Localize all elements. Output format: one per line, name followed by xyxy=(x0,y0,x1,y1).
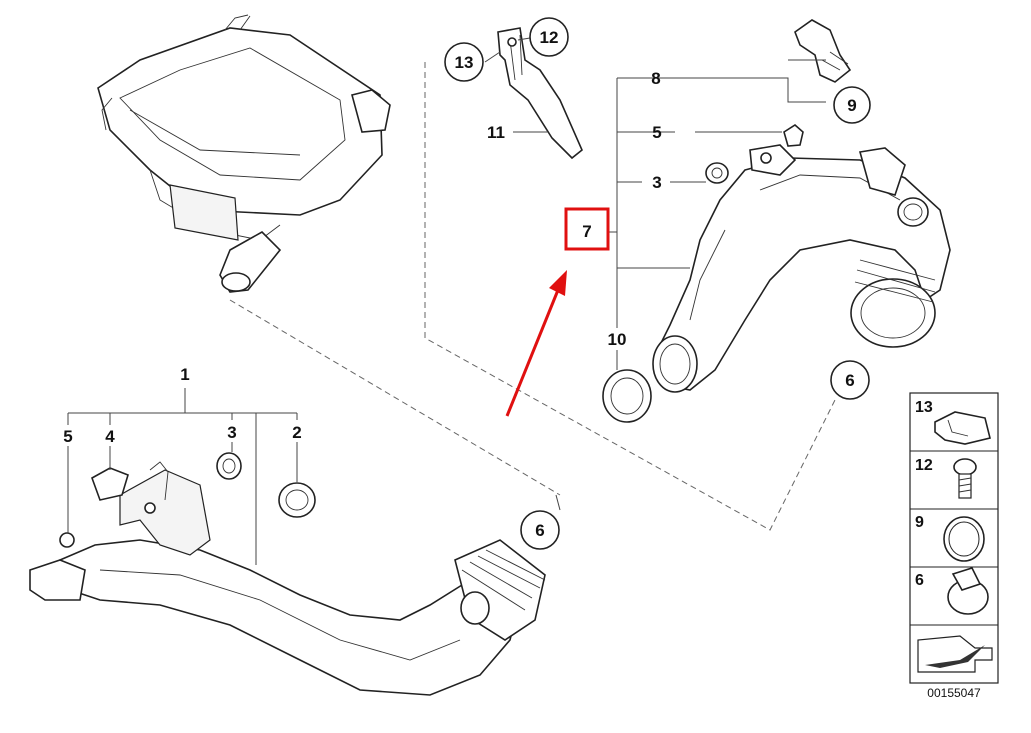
callout-6-right: 6 xyxy=(830,360,870,400)
legend-screw-icon xyxy=(953,458,977,476)
callout-9: 9 xyxy=(833,86,871,124)
leader-13 xyxy=(484,51,501,63)
callout-6-right-label: 6 xyxy=(845,371,854,390)
legend-6-label: 6 xyxy=(915,572,924,589)
connector-part-8 xyxy=(794,19,852,83)
callout-5-right-label: 5 xyxy=(652,123,661,142)
callout-2-label: 2 xyxy=(292,423,301,442)
callout-5-left-label: 5 xyxy=(63,427,72,446)
air-filter-housing xyxy=(97,14,391,293)
callout-11-label: 11 xyxy=(487,123,505,142)
legend-panel: 13 12 9 6 xyxy=(909,392,999,684)
legend-oring-icon xyxy=(943,516,985,562)
legend-clip-icon xyxy=(934,411,991,445)
callout-10: 10 xyxy=(608,330,627,349)
callout-3-right-label: 3 xyxy=(652,173,661,192)
intake-pipe-left xyxy=(29,461,546,696)
callout-13: 13 xyxy=(444,42,484,82)
callout-12: 12 xyxy=(529,17,569,57)
bracket-part-11 xyxy=(497,27,583,160)
callout-1-label: 1 xyxy=(180,365,189,384)
intake-pipe-right xyxy=(652,144,951,393)
seal-part-3-left xyxy=(216,452,242,480)
leader-6-left xyxy=(555,494,561,511)
callout-13-label: 13 xyxy=(455,53,474,72)
callout-7-label: 7 xyxy=(582,222,591,241)
leader-12 xyxy=(517,37,531,41)
legend-9-label: 9 xyxy=(915,514,924,531)
legend-arrow-icon xyxy=(917,635,993,673)
red-arrow xyxy=(505,270,567,417)
highlight-box xyxy=(564,207,610,251)
seal-part-3-right xyxy=(705,162,729,184)
callout-12-label: 12 xyxy=(540,28,559,47)
callout-3-left-label: 3 xyxy=(227,423,236,442)
clip-part-4 xyxy=(91,467,129,501)
grommet-part-5-right xyxy=(783,124,804,147)
grommet-part-2 xyxy=(278,482,316,518)
dashed-guides xyxy=(229,62,837,531)
callout-6-left: 6 xyxy=(520,510,560,550)
washer-part-5-left xyxy=(59,532,75,548)
legend-12-label: 12 xyxy=(915,457,933,474)
callout-9-label: 9 xyxy=(847,96,856,115)
callout-4-label: 4 xyxy=(105,427,115,446)
legend-13-label: 13 xyxy=(915,399,933,416)
seal-ring-part-10 xyxy=(602,369,652,423)
callout-8-label: 8 xyxy=(651,69,660,88)
callout-tree-1 xyxy=(67,388,298,565)
callout-10-label: 10 xyxy=(608,330,627,349)
callout-tree-7 xyxy=(606,59,826,370)
part-number: 00155047 xyxy=(927,686,981,700)
callout-6-left-label: 6 xyxy=(535,521,544,540)
callout-7-highlight: 7 xyxy=(564,207,610,251)
